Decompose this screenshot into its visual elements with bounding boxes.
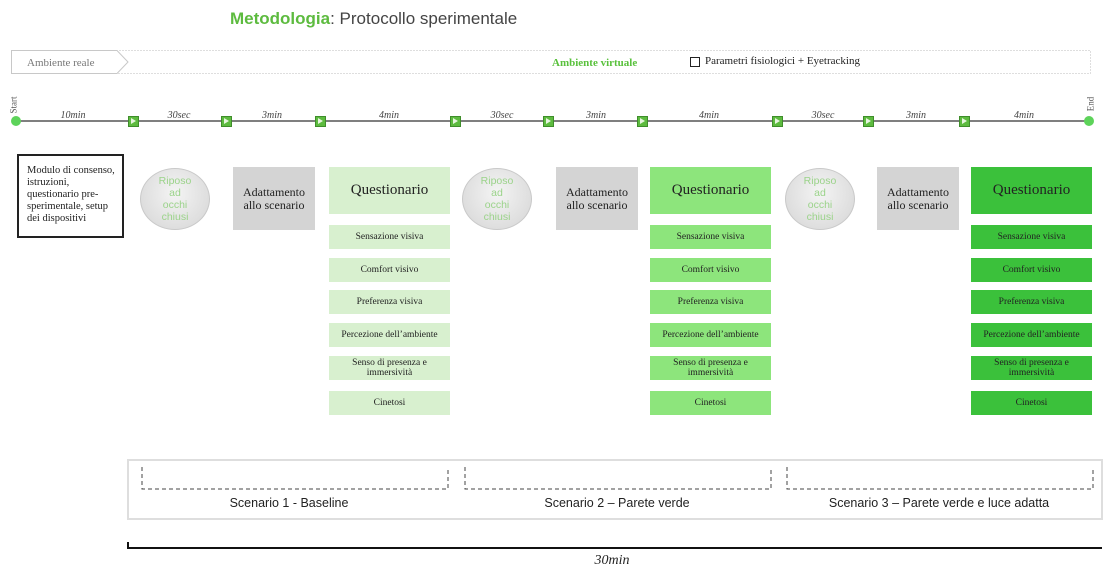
questionnaire-item: Sensazione visiva [971,225,1092,249]
scenario-label: Scenario 1 - Baseline [229,496,349,510]
duration-label: 30sec [490,110,514,121]
duration-label: 3min [906,110,926,121]
timeline-marker-icon [221,116,232,127]
timeline-marker-icon [959,116,970,127]
questionnaire-item: Senso di presenza e immersività [650,356,771,380]
questionnaire-item: Senso di presenza e immersività [329,356,450,380]
timeline-marker-icon [637,116,648,127]
adaptation-phase: Adattamento allo scenario [233,167,315,230]
questionnaire-item: Sensazione visiva [329,225,450,249]
title-highlight: Metodologia [230,9,331,28]
duration-label: 10min [60,110,86,121]
questionnaire-item: Preferenza visiva [650,290,771,314]
duration-label: 30sec [811,110,835,121]
questionnaire-item: Percezione dell’ambiente [329,323,450,347]
timeline-marker-icon [450,116,461,127]
timeline-marker-icon [128,116,139,127]
questionnaire-item: Senso di presenza e immersività [971,356,1092,380]
questionnaire-item: Comfort visivo [650,258,771,282]
questionnaire-item: Cinetosi [650,391,771,415]
environment-bar [11,50,1091,74]
duration-label: 4min [699,110,719,121]
env-real-label: Ambiente reale [27,57,95,69]
questionnaire-item: Comfort visivo [329,258,450,282]
timeline-marker-icon [543,116,554,127]
parameters-label: Parametri fisiologici + Eyetracking [705,55,860,67]
timeline-marker-icon [315,116,326,127]
duration-label: 4min [1014,110,1034,121]
scenario-label: Scenario 2 – Parete verde [544,496,690,510]
title-rest: : Protocollo sperimentale [330,9,518,28]
questionnaire-item: Cinetosi [329,391,450,415]
duration-label: 30sec [167,110,191,121]
questionnaire-item: Percezione dell’ambiente [650,323,771,347]
page-title: Metodologia: Protocollo sperimentale [230,9,517,29]
questionnaire-item: Comfort visivo [971,258,1092,282]
questionnaire-item: Cinetosi [971,391,1092,415]
duration-label: 3min [262,110,282,121]
checkbox-icon [690,57,700,67]
timeline-marker-icon [863,116,874,127]
adaptation-phase: Adattamento allo scenario [877,167,959,230]
rest-phase: Riposo ad occhi chiusi [462,168,532,230]
rest-phase: Riposo ad occhi chiusi [785,168,855,230]
scenario-frame [127,459,1103,520]
adaptation-phase: Adattamento allo scenario [556,167,638,230]
env-virtual-label: Ambiente virtuale [552,57,638,69]
rest-phase: Riposo ad occhi chiusi [140,168,210,230]
questionnaire-header: Questionario [329,167,450,214]
timeline-end-dot [1084,116,1094,126]
questionnaire-item: Preferenza visiva [971,290,1092,314]
total-duration: 30min [594,553,630,568]
questionnaire-item: Preferenza visiva [329,290,450,314]
duration-label: 3min [586,110,606,121]
scenario-label: Scenario 3 – Parete verde e luce adatta [828,496,1050,510]
questionnaire-item: Sensazione visiva [650,225,771,249]
intro-box: Modulo di consenso, istruzioni, question… [17,154,124,238]
timeline-start-dot [11,116,21,126]
timeline-marker-icon [772,116,783,127]
duration-label: 4min [379,110,399,121]
questionnaire-header: Questionario [971,167,1092,214]
questionnaire-header: Questionario [650,167,771,214]
questionnaire-item: Percezione dell’ambiente [971,323,1092,347]
